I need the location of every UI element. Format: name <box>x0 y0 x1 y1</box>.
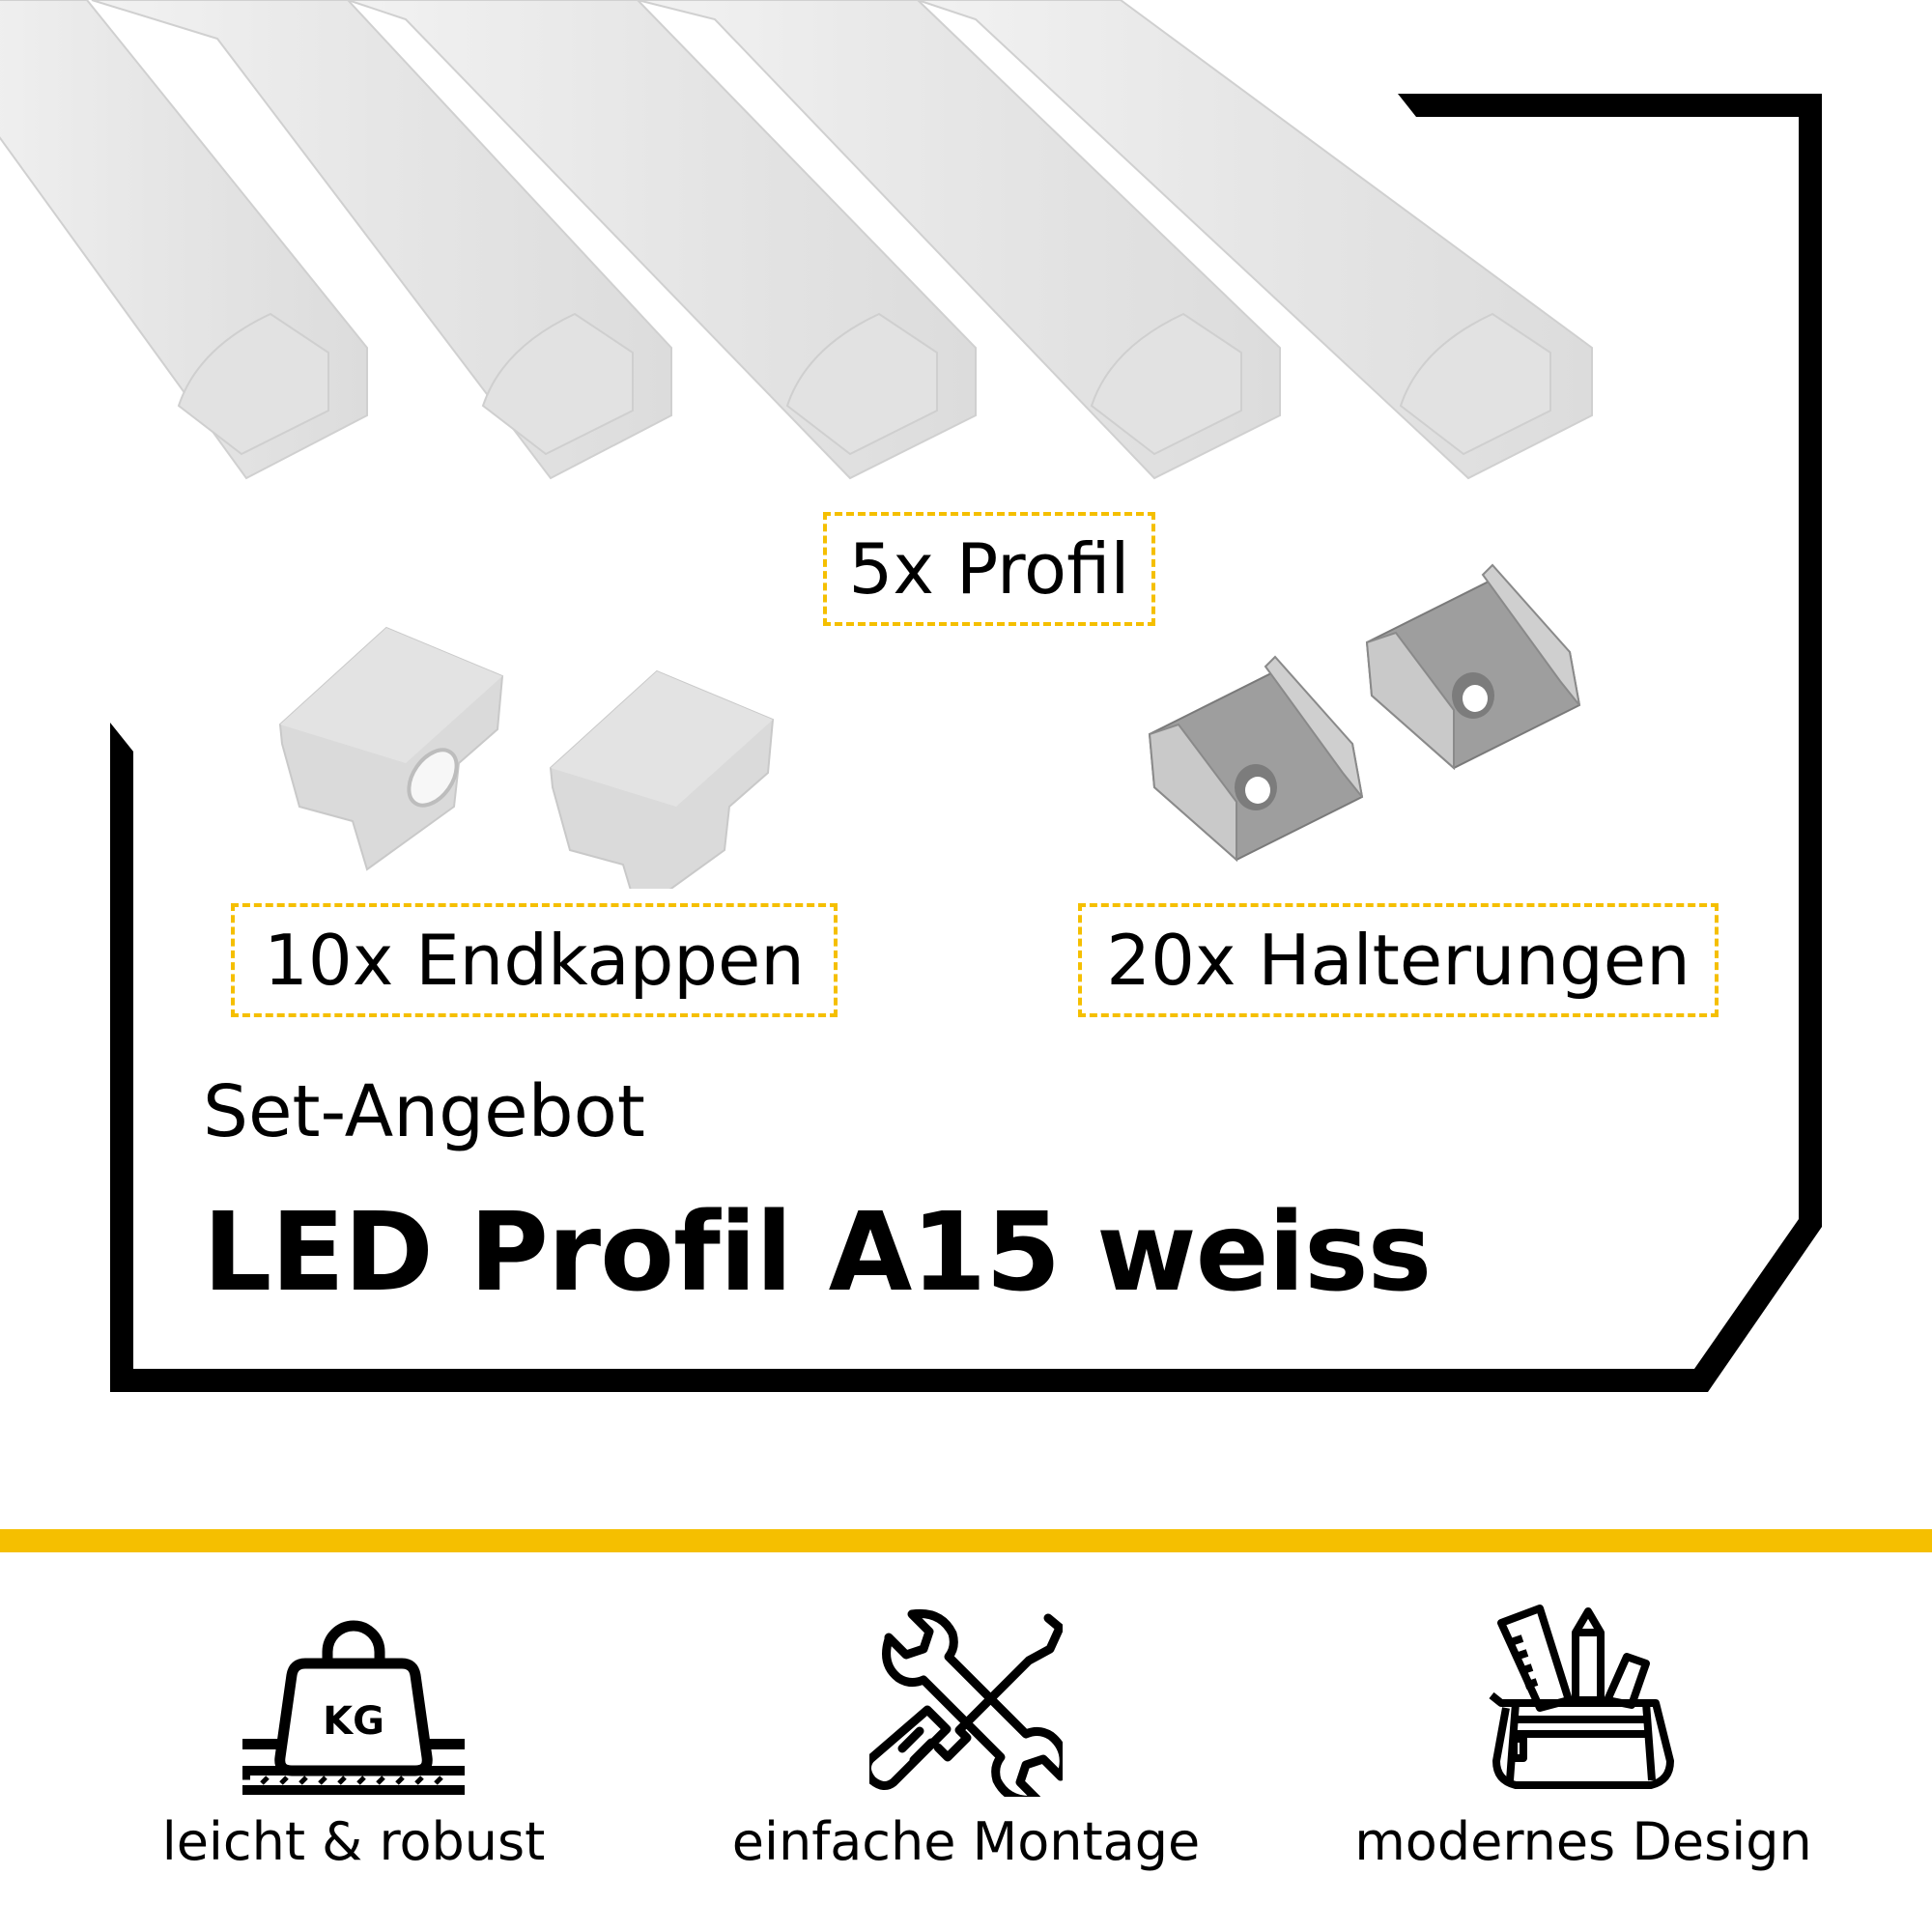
brackets-product-image <box>1148 563 1581 863</box>
product-title: LED Profil A15 weiss <box>203 1190 1432 1316</box>
feature-modern-design-label: modernes Design <box>1354 1811 1812 1872</box>
wrench-screwdriver-icon <box>869 1608 1063 1797</box>
profile-count-text: 5x Profil <box>848 528 1130 610</box>
feature-easy-mounting-label: einfache Montage <box>731 1811 1201 1872</box>
weight-kg-icon: KG <box>242 1620 465 1795</box>
pencil-case-icon <box>1489 1605 1674 1789</box>
feature-easy-mounting <box>715 1604 1217 1797</box>
offer-subtitle: Set-Angebot <box>203 1070 645 1153</box>
brackets-count-text: 20x Halterungen <box>1106 920 1690 1001</box>
profiles-product-image <box>0 0 1593 480</box>
svg-text:KG: KG <box>323 1699 384 1744</box>
profile-bar-3 <box>347 0 977 480</box>
profile-bar-1 <box>0 0 368 480</box>
profile-bar-5 <box>917 0 1593 480</box>
endcaps-count-label: 10x Endkappen <box>231 903 838 1017</box>
profile-count-label: 5x Profil <box>823 512 1155 626</box>
profile-bar-4 <box>637 0 1281 480</box>
accent-divider <box>0 1529 1932 1552</box>
feature-modern-design <box>1332 1604 1834 1797</box>
profile-bar-2 <box>91 0 672 480</box>
feature-lightweight-label: leicht & robust <box>161 1811 546 1872</box>
frame-top-right <box>1398 94 1822 1392</box>
endcaps-count-text: 10x Endkappen <box>264 920 805 1001</box>
brackets-count-label: 20x Halterungen <box>1078 903 1719 1017</box>
endcaps-product-image <box>278 626 775 889</box>
feature-lightweight: KG <box>102 1604 605 1797</box>
